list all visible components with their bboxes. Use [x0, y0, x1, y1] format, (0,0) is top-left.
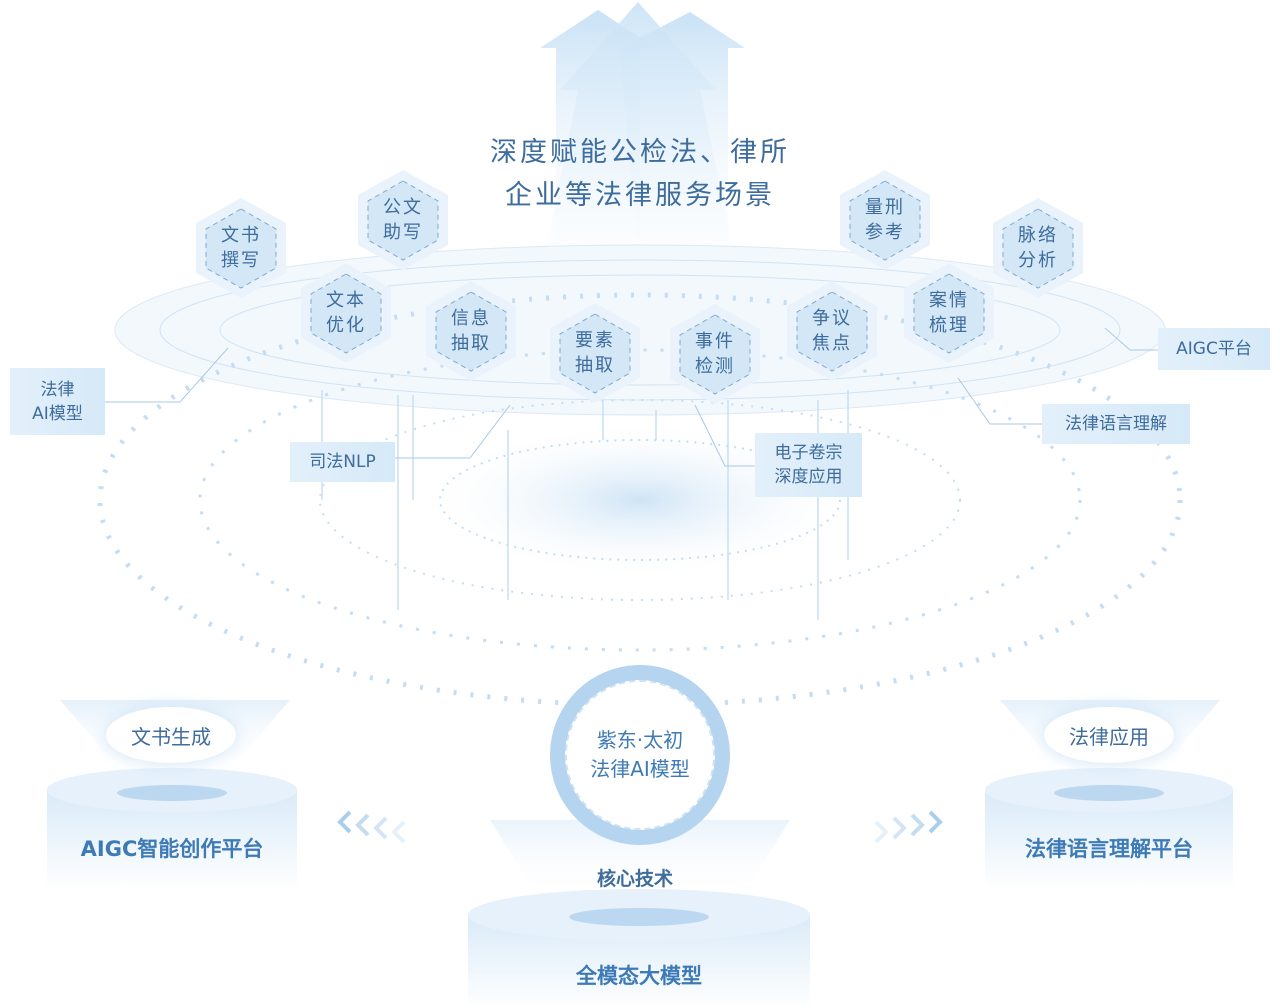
pill-legal-application: 法律应用: [1044, 707, 1174, 763]
label-text: AI模型: [32, 403, 83, 424]
hexagon-label-line: 信息: [451, 308, 491, 329]
hexagon-label-line: 文书: [221, 225, 261, 246]
hexagon-icon: [550, 303, 640, 403]
multimodal-model-title: 全模态大模型: [576, 963, 702, 988]
hexagon-icon: [426, 281, 516, 381]
aigc-platform-title: AIGC智能创作平台: [80, 836, 264, 861]
hexagon-scenario: 公文助写: [357, 169, 449, 271]
hexagon-label-line: 检测: [695, 356, 735, 377]
right-chevrons-icon: [874, 810, 943, 844]
hexagon-scenario: 案情梳理: [903, 262, 995, 364]
hexagon-scenario: 文本优化: [300, 262, 392, 364]
hexagon-scenario: 量刑参考: [839, 169, 931, 271]
hexagon-label: 脉络分析: [1016, 223, 1060, 273]
label-legal-language: 法律语言理解: [1042, 404, 1190, 444]
title-line-2: 企业等法律服务场景: [505, 180, 775, 211]
hexagon-label-line: 梳理: [929, 315, 969, 336]
hexagon-label: 文书撰写: [219, 223, 263, 273]
hexagon-label: 案情梳理: [927, 288, 971, 338]
hexagon-label-line: 助写: [383, 222, 423, 243]
hexagon-label-line: 要素: [575, 330, 615, 351]
hexagon-label-line: 撰写: [221, 250, 261, 271]
label-legal-ai-model: 法律 AI模型: [10, 368, 105, 435]
title-line-1: 深度赋能公检法、律所: [490, 137, 790, 168]
label-text: 法律: [40, 379, 75, 400]
hexagon-label-line: 案情: [929, 290, 969, 311]
hexagon-label: 争议焦点: [810, 306, 854, 356]
left-chevrons-icon: [337, 810, 406, 844]
cylinder-right: [985, 768, 1233, 890]
pill-doc-generation: 文书生成: [106, 707, 236, 763]
hexagon-icon: [301, 263, 391, 363]
hexagon-label: 信息抽取: [449, 306, 493, 356]
label-text: 深度应用: [774, 467, 843, 487]
hexagon-scenario: 文书撰写: [195, 197, 287, 299]
hexagon-scenario: 信息抽取: [425, 280, 517, 382]
hexagon-label: 事件检测: [693, 329, 737, 379]
hexagon-label: 要素抽取: [573, 328, 617, 378]
hexagon-icon: [840, 170, 930, 270]
hexagon-icon: [670, 304, 760, 404]
label-aigc-platform: AIGC平台: [1158, 328, 1270, 370]
hexagon-label-line: 脉络: [1018, 225, 1058, 246]
cylinder-left: [47, 768, 297, 890]
core-model-circle: 紫东·太初法律AI模型: [550, 665, 730, 845]
hexagon-label-line: 参考: [865, 222, 905, 243]
hexagon-scenario: 要素抽取: [549, 302, 641, 404]
hexagon-scenario: 争议焦点: [786, 280, 878, 382]
hexagon-label: 文本优化: [324, 288, 368, 338]
hexagon-icon: [196, 198, 286, 298]
legal-language-platform-title: 法律语言理解平台: [1025, 836, 1193, 861]
label-text: 电子卷宗: [774, 443, 843, 463]
core-line-2: 法律AI模型: [590, 757, 690, 781]
hexagon-label-line: 焦点: [812, 333, 852, 354]
hexagon-icon: [358, 170, 448, 270]
label-judicial-nlp: 司法NLP: [290, 442, 395, 482]
core-line-1: 紫东·太初: [596, 728, 684, 752]
core-tech-label: 核心技术: [596, 867, 673, 890]
hexagon-label-line: 文本: [326, 290, 366, 311]
hexagon-icon: [993, 198, 1083, 298]
core-inner: 紫东·太初法律AI模型: [565, 680, 715, 830]
hexagon-icon: [787, 281, 877, 381]
hexagon-icon: [904, 263, 994, 363]
hexagon-label-line: 分析: [1018, 250, 1058, 271]
cylinder-base: [468, 889, 810, 1008]
hexagon-label-line: 优化: [326, 315, 366, 336]
hexagon-label-line: 公文: [383, 197, 423, 218]
hexagon-label: 量刑参考: [863, 195, 907, 245]
hexagon-scenario: 事件检测: [669, 303, 761, 405]
hexagon-label-line: 事件: [695, 331, 735, 352]
label-e-case: 电子卷宗深度应用: [755, 433, 862, 497]
hexagon-scenario: 脉络分析: [992, 197, 1084, 299]
hexagon-label-line: 量刑: [865, 197, 905, 218]
hexagon-label-line: 抽取: [451, 333, 491, 354]
hexagon-label-line: 抽取: [575, 355, 615, 376]
hexagon-label: 公文助写: [381, 195, 425, 245]
hexagon-label-line: 争议: [812, 308, 852, 329]
